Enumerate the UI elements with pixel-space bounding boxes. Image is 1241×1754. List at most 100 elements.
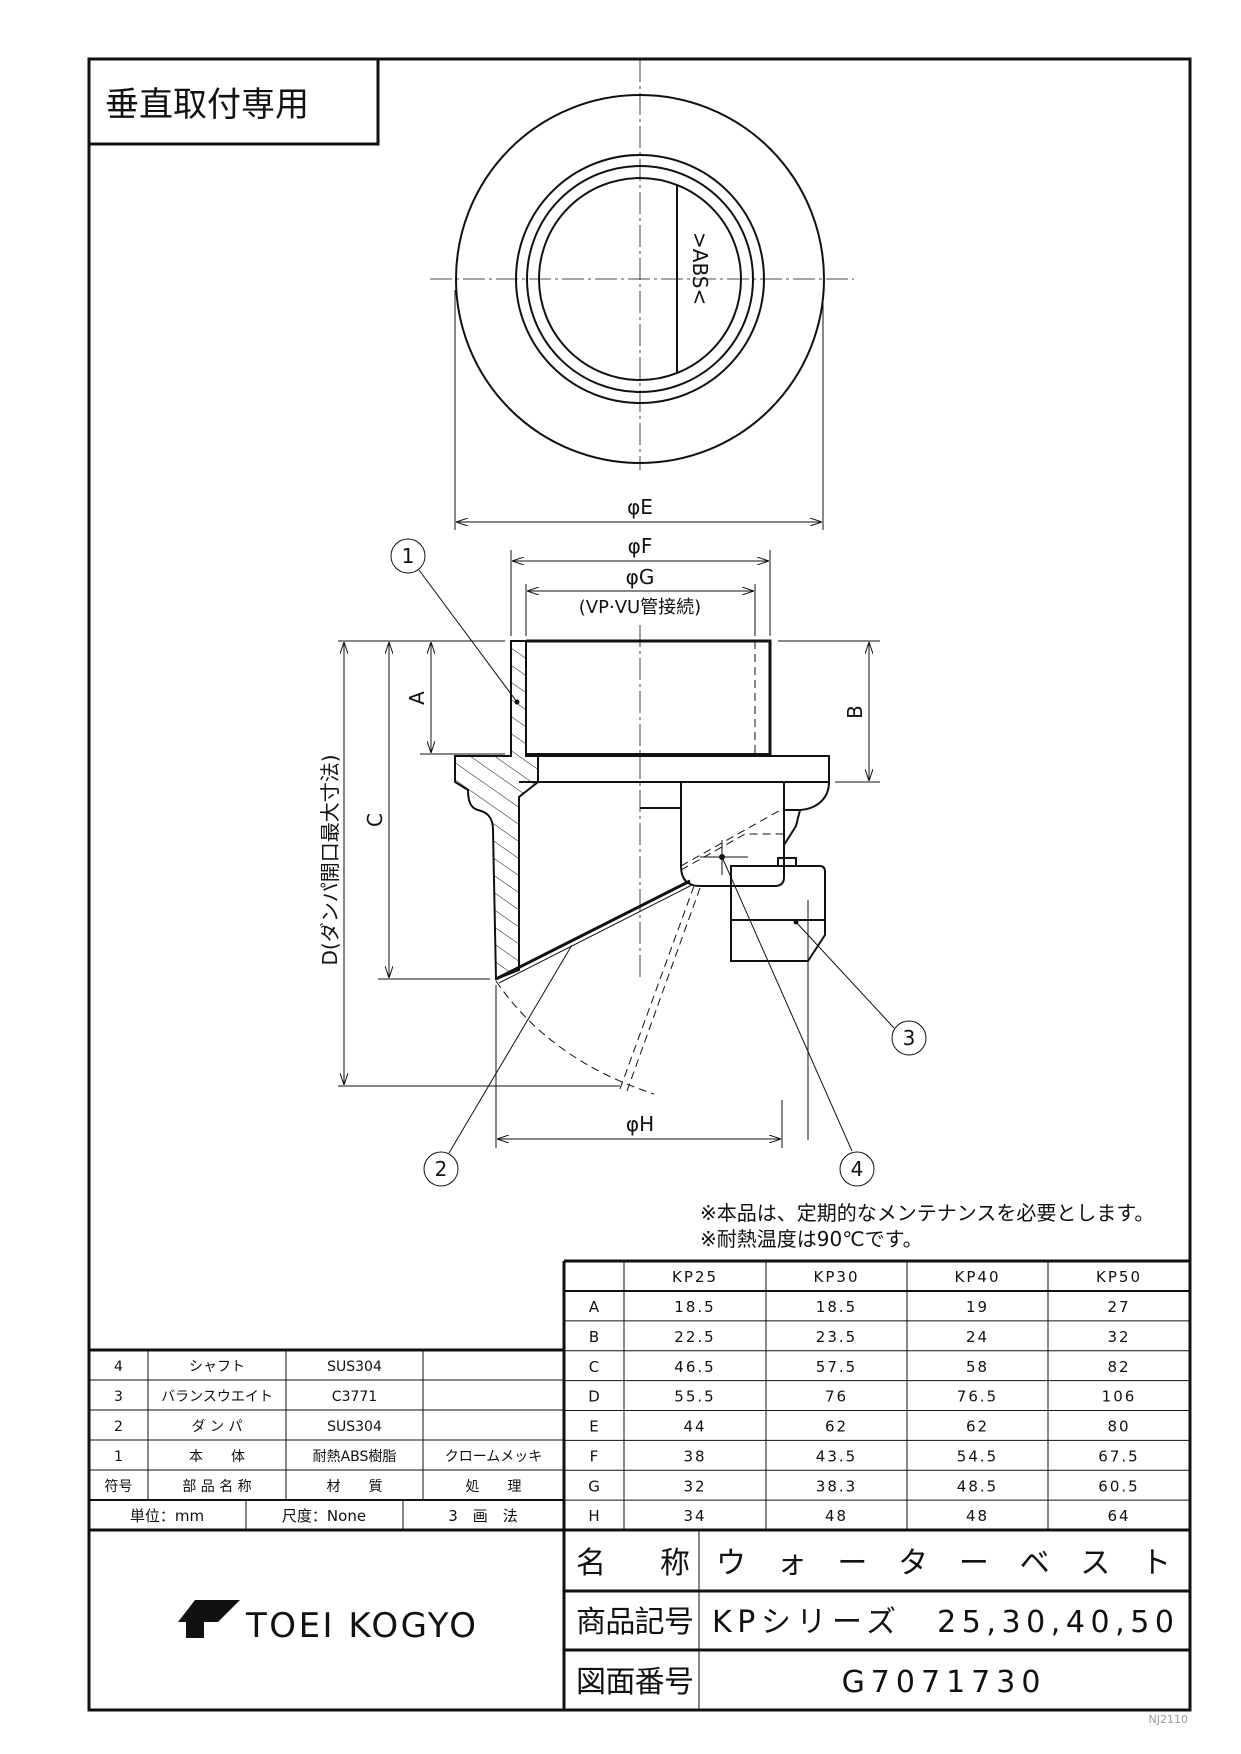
leader-line [721, 856, 853, 1152]
title-label-box: 垂直取付専用 [87, 57, 380, 146]
parts-cell-no: 4 [114, 1359, 123, 1375]
table-cell: 67.5 [1098, 1447, 1139, 1465]
dim-d-label: D(ダンパ開口最大寸法) [318, 754, 342, 965]
title-block: TOEI KOGYO 名 称 ウ ォ ー タ ー ベ ス ト 商品記号 KPシリ… [178, 1530, 1190, 1726]
table-cell: 18.5 [674, 1298, 715, 1316]
parts-cell-material: C3771 [332, 1389, 377, 1405]
flange-outline [538, 755, 830, 783]
projection-label: 3 画 法 [448, 1507, 518, 1525]
column-header: KP30 [814, 1268, 860, 1286]
mounting-note: 垂直取付専用 [105, 85, 309, 125]
table-cell: 106 [1102, 1388, 1137, 1406]
svg-text:2: 2 [435, 1157, 448, 1181]
row-label: C [589, 1358, 599, 1376]
dim-e-label: φE [627, 495, 653, 519]
top-view: >ABS< φE [430, 60, 854, 530]
parts-cell-material: 耐熱ABS樹脂 [313, 1449, 397, 1465]
parts-cell-no: 1 [114, 1449, 123, 1465]
sheet-border [87, 57, 1192, 1712]
code-label: 商品記号 [576, 1605, 694, 1640]
row-label: B [589, 1328, 599, 1346]
table-cell: 48 [966, 1507, 989, 1525]
parts-cell-name: ダ ン パ [192, 1419, 243, 1435]
weight-cap [777, 857, 797, 867]
parts-cell-material: SUS304 [327, 1419, 382, 1435]
product-name: ウ ォ ー タ ー ベ ス ト [716, 1546, 1171, 1581]
parts-cell-name: 本 体 [189, 1449, 245, 1465]
side-view: φF φG (VP·VU管接続) [318, 534, 927, 1187]
body-section-hatch [454, 640, 539, 981]
parts-cell-name: 部 品 名 称 [182, 1479, 251, 1495]
damper-swing-arc [495, 980, 655, 1095]
table-cell: 60.5 [1098, 1477, 1139, 1495]
leader-line [795, 921, 895, 1029]
table-cell: 38 [683, 1447, 706, 1465]
balloon-3: 3 [891, 1020, 927, 1056]
shaft-housing [680, 781, 785, 887]
heat-resistance-note: ※耐熱温度は90℃です。 [700, 1227, 923, 1251]
balloon-4: 4 [839, 1151, 875, 1187]
unit-label: 単位：mm [130, 1507, 204, 1525]
drawing-number: G7071730 [842, 1665, 1047, 1700]
leader-dot [514, 699, 520, 705]
table-cell: 64 [1107, 1507, 1130, 1525]
table-cell: 80 [1107, 1418, 1130, 1436]
abs-mark: >ABS< [688, 232, 712, 305]
row-label: G [588, 1477, 600, 1495]
dim-a-label: A [405, 691, 429, 705]
table-cell: 27 [1107, 1298, 1130, 1316]
scale-label: 尺度：None [282, 1507, 366, 1525]
dim-h-label: φH [626, 1112, 654, 1136]
table-cell: 55.5 [674, 1388, 715, 1406]
damper-open-position [619, 885, 695, 1090]
table-cell: 57.5 [816, 1358, 857, 1376]
parts-cell-finish: クロームメッキ [445, 1449, 543, 1465]
maintenance-note: ※本品は、定期的なメンテナンスを必要とします。 [700, 1201, 1154, 1225]
table-cell: 76.5 [957, 1388, 998, 1406]
table-cell: 43.5 [816, 1447, 857, 1465]
table-cell: 23.5 [816, 1328, 857, 1346]
damper-plate [495, 879, 691, 981]
row-label: A [589, 1298, 600, 1316]
row-label: D [588, 1388, 600, 1406]
dim-f-label: φF [628, 534, 653, 558]
parts-cell-no: 2 [114, 1419, 123, 1435]
balloon-1: 1 [390, 538, 426, 574]
column-header: KP40 [955, 1268, 1001, 1286]
table-cell: 46.5 [674, 1358, 715, 1376]
row-label: E [589, 1418, 598, 1436]
parts-cell-material: SUS304 [327, 1359, 382, 1375]
table-cell: 32 [1107, 1328, 1130, 1346]
parts-cell-no: 3 [114, 1389, 123, 1405]
column-header: KP50 [1096, 1268, 1142, 1286]
table-cell: 76 [825, 1388, 848, 1406]
table-cell: 62 [825, 1418, 848, 1436]
leader-line [418, 569, 518, 703]
table-cell: 24 [966, 1328, 989, 1346]
table-cell: 82 [1107, 1358, 1130, 1376]
table-cell: 44 [683, 1418, 706, 1436]
dim-g-note: (VP·VU管接続) [579, 597, 701, 618]
table-cell: 58 [966, 1358, 989, 1376]
leader-line [448, 944, 573, 1154]
column-header: KP25 [672, 1268, 718, 1286]
dim-b-label: B [843, 705, 867, 719]
table-cell: 38.3 [816, 1477, 857, 1495]
sheet-code: NJ2110 [1149, 1713, 1188, 1726]
table-cell: 22.5 [674, 1328, 715, 1346]
leader-dot [793, 919, 799, 925]
name-label: 名 称 [576, 1546, 690, 1581]
damper-plate-edge [498, 884, 693, 984]
pipe-socket-outline [526, 639, 772, 756]
drawing-number-label: 図面番号 [576, 1665, 694, 1700]
parts-cell-name: シャフト [189, 1359, 245, 1375]
hidden-line [680, 833, 784, 871]
flange-underside [784, 781, 830, 811]
table-cell: 48.5 [957, 1477, 998, 1495]
table-cell: 62 [966, 1418, 989, 1436]
table-cell: 18.5 [816, 1298, 857, 1316]
damper-open-position [626, 887, 701, 1092]
balloon-2: 2 [423, 1151, 459, 1187]
